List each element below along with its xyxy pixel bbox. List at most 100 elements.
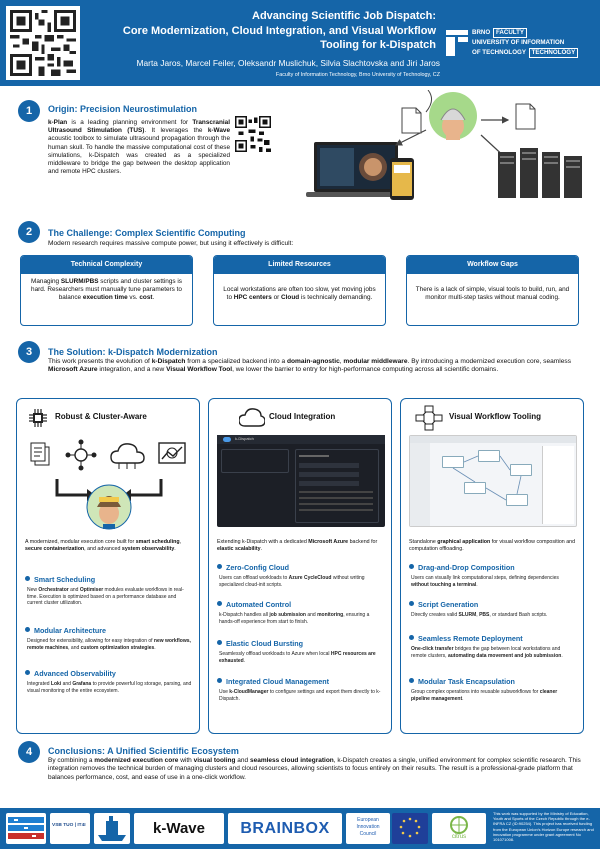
- challenge-card: Technical Complexity Managing SLURM/PBS …: [20, 255, 193, 326]
- text: modules evaluate workflows in real-time.…: [27, 587, 184, 607]
- cloud-icon: [239, 408, 265, 427]
- section-number: 3: [18, 341, 40, 363]
- poster-header: [0, 0, 600, 86]
- vsb-logo: VSB TUO | IT4I: [50, 813, 90, 844]
- feature-heading: Integrated Cloud Management: [217, 677, 329, 686]
- text-bold: k-Plan: [48, 119, 68, 126]
- feature-heading: Automated Control: [217, 600, 291, 609]
- text-bold: Microsoft Azure: [48, 366, 98, 374]
- affiliation: Faculty of Information Technology, Brno …: [275, 72, 440, 78]
- text-bold: without touching a terminal: [411, 581, 477, 588]
- section-title: The Challenge: Complex Scientific Comput…: [48, 228, 246, 238]
- feature-desc: Users can visually link computational st…: [411, 575, 577, 588]
- text: ,: [339, 358, 344, 365]
- feature-desc: Seamlessly offload workloads to Azure wh…: [219, 651, 385, 664]
- eu-stars-logo: [392, 813, 428, 844]
- text: , k-Dispatch creates a single, unified e…: [48, 757, 581, 781]
- text-bold: HPC centers: [233, 294, 272, 302]
- column-title: Cloud Integration: [269, 412, 336, 421]
- feature-heading: Modular Task Encapsulation: [409, 677, 515, 686]
- bullet-icon: [217, 678, 222, 683]
- text: with: [178, 757, 194, 764]
- text: integration, and a new: [97, 366, 167, 374]
- text: k-Dispatch handles all: [219, 612, 270, 618]
- logo-text: BRNO: [472, 29, 491, 36]
- column-title: Robust & Cluster-Aware: [55, 412, 147, 421]
- text: Standalone: [409, 539, 438, 545]
- card-text: There is a lack of simple, visual tools …: [415, 286, 570, 302]
- section-body: This work presents the evolution of k-Di…: [48, 358, 583, 375]
- feature-desc: One-click transfer bridges the gap betwe…: [411, 646, 577, 659]
- qr-code-icon[interactable]: [6, 6, 80, 80]
- arrow-icon: [425, 90, 432, 113]
- feature-heading-text: Elastic Cloud Bursting: [226, 639, 304, 648]
- text-bold: k-Dispatch: [151, 358, 186, 365]
- qr-code-icon[interactable]: [235, 116, 271, 152]
- bullet-icon: [25, 576, 30, 581]
- logo-text: OF INFORMATION: [510, 39, 565, 46]
- citrus-logo: citrus: [432, 813, 486, 844]
- text-bold: elastic scalability: [217, 546, 261, 552]
- bullet-icon: [409, 678, 414, 683]
- feature-heading-text: Advanced Observability: [34, 669, 116, 678]
- text: , we lower the barrier to entry for high…: [232, 366, 499, 374]
- text-bold: job submission: [269, 612, 306, 618]
- section-title: Conclusions: A Unified Scientific Ecosys…: [48, 746, 239, 756]
- section-title: The Solution: k-Dispatch Modernization: [48, 347, 218, 357]
- kwave-logo: k-Wave: [134, 813, 224, 844]
- logo-text: European: [357, 817, 379, 823]
- feature-heading-text: Modular Task Encapsulation: [418, 677, 515, 686]
- text: ,: [179, 539, 182, 545]
- bullet-icon: [409, 601, 414, 606]
- text-bold: Azure CycleCloud: [288, 575, 332, 581]
- text: to provide powerful log storage, parsing…: [27, 681, 192, 694]
- feature-heading: Seamless Remote Deployment: [409, 634, 523, 643]
- logo-text: TECHNOLOGY: [528, 48, 579, 58]
- text: vs.: [127, 294, 140, 302]
- feature-column-robust: Robust & Cluster-Aware A modernized, mod…: [16, 398, 200, 734]
- text: to configure settings and export them di…: [219, 689, 381, 702]
- text: , and advanced: [84, 546, 122, 552]
- logo-text: Council: [359, 831, 377, 837]
- cloud-ui-screenshot: k-Dispatch: [217, 435, 385, 527]
- text-bold: Microsoft Azure: [308, 539, 349, 545]
- text-bold: Optimiser: [79, 587, 104, 593]
- text: and: [61, 681, 73, 687]
- feature-desc: Integrated Loki and Grafana to provide p…: [27, 681, 193, 694]
- cloud-icon: [110, 443, 145, 469]
- text-bold: graphical application: [437, 539, 491, 545]
- text-bold: One-click transfer: [411, 646, 454, 652]
- bullet-icon: [217, 601, 222, 606]
- document-icon: [401, 107, 422, 134]
- text-bold: secure containerization: [25, 546, 85, 552]
- bullet-icon: [217, 640, 222, 645]
- text: Group complex operations into reusable s…: [411, 689, 540, 695]
- text: . It leverages the: [144, 127, 208, 135]
- text-bold: seamless cloud integration: [249, 757, 334, 764]
- text: Local workstations are often too slow, y…: [223, 286, 376, 302]
- workflow-illustration: [306, 90, 582, 200]
- text: and: [68, 587, 80, 593]
- feature-heading-text: Script Generation: [418, 600, 479, 609]
- card-title: Technical Complexity: [21, 256, 192, 274]
- text-bold: SLURM/PBS: [60, 278, 99, 285]
- brainbox-logo: BRAINBOX: [228, 813, 342, 844]
- text: .: [154, 644, 156, 651]
- text: is technically demanding.: [299, 294, 373, 302]
- document-stack-icon: [30, 442, 50, 466]
- feature-desc: New Orchestrator and Optimiser modules e…: [27, 587, 193, 607]
- text-bold: new workflows, remote machines: [27, 638, 191, 651]
- text: A modernized, modular execution core bui…: [25, 539, 136, 545]
- bullet-icon: [217, 564, 222, 569]
- section-title: Origin: Precision Neurostimulation: [48, 104, 198, 114]
- text: and: [305, 612, 318, 618]
- text: backend for: [348, 539, 378, 545]
- feature-heading: Zero-Config Cloud: [217, 563, 289, 572]
- text: Integrated: [27, 681, 51, 687]
- feature-heading-text: Modular Architecture: [34, 626, 107, 635]
- phone-icon: [390, 158, 414, 200]
- text: .: [243, 657, 246, 664]
- feature-desc: Use k-CloudManager to configure settings…: [219, 689, 385, 702]
- text-bold: Orchestrator: [38, 587, 69, 593]
- document-icon: [515, 103, 536, 130]
